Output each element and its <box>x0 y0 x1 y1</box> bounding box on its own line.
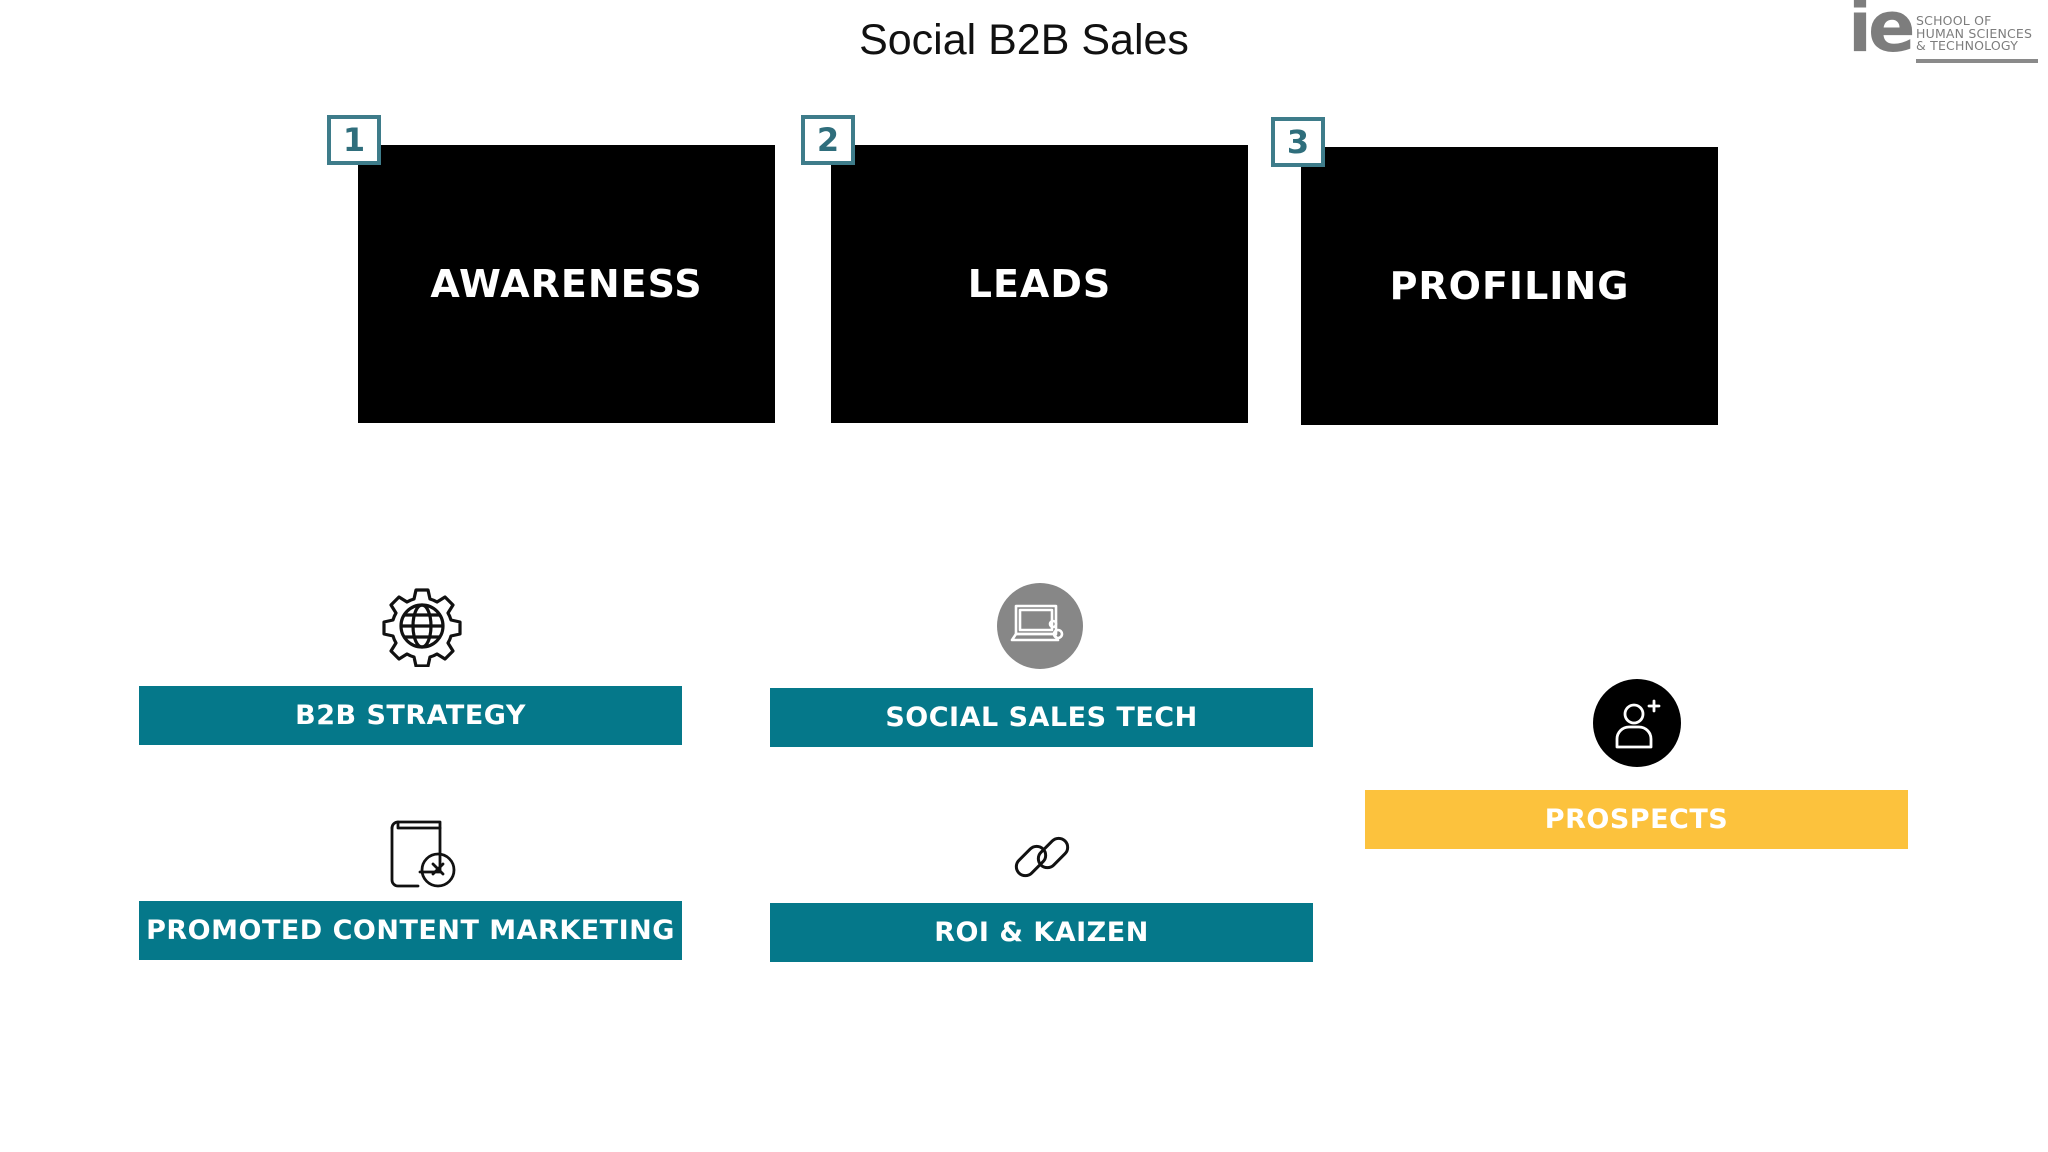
stage-label: PROFILING <box>1389 264 1630 308</box>
chain-link-icon <box>1014 836 1070 878</box>
stage-card-profiling: PROFILING <box>1301 147 1718 425</box>
stage-number-badge: 2 <box>801 115 855 165</box>
add-user-icon <box>1593 679 1681 767</box>
social-sales-tech-bar: SOCIAL SALES TECH <box>770 688 1313 747</box>
school-logo: ie SCHOOL OF HUMAN SCIENCES & TECHNOLOGY <box>1846 0 2046 70</box>
logo-text: SCHOOL OF HUMAN SCIENCES & TECHNOLOGY <box>1916 13 2033 53</box>
stage-number-badge: 3 <box>1271 117 1325 167</box>
stage-label: LEADS <box>967 262 1112 306</box>
book-clock-icon <box>390 820 456 888</box>
logo-underline <box>1916 59 2038 63</box>
promoted-content-marketing-bar: PROMOTED CONTENT MARKETING <box>139 901 682 960</box>
page-title: Social B2B Sales <box>859 16 1189 64</box>
gear-globe-icon <box>382 588 462 667</box>
stage-label: AWARENESS <box>430 262 703 306</box>
roi-kaizen-bar: ROI & KAIZEN <box>770 903 1313 962</box>
stage-number-badge: 1 <box>327 115 381 165</box>
computer-settings-icon <box>997 583 1083 669</box>
stage-card-leads: LEADS <box>831 145 1248 423</box>
b2b-strategy-bar: B2B STRATEGY <box>139 686 682 745</box>
stage-card-awareness: AWARENESS <box>358 145 775 423</box>
prospects-bar: PROSPECTS <box>1365 790 1908 849</box>
logo-mark: ie <box>1848 0 1916 68</box>
